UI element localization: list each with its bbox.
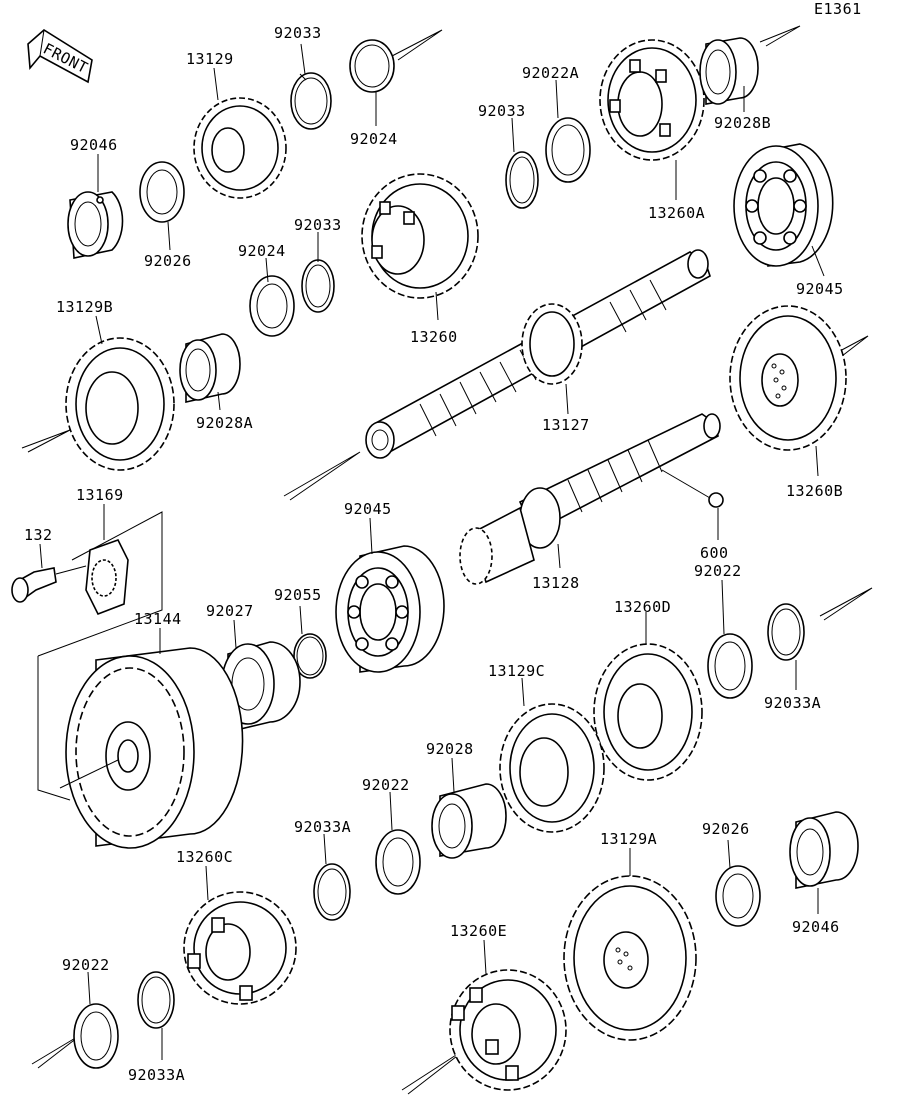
- bushing-92028: [431, 783, 507, 859]
- shaft-13128: [459, 413, 721, 585]
- part-label: 600: [700, 544, 729, 562]
- part-label: 92028A: [196, 414, 253, 432]
- washer-92022A: [545, 117, 591, 183]
- gear-13129: [193, 97, 287, 199]
- washer-92026-top: [139, 161, 185, 223]
- washer-92024-mid: [249, 275, 295, 337]
- part-label: 13129C: [488, 662, 545, 680]
- front-arrow-icon: FRONT: [27, 29, 93, 84]
- part-label: 92045: [344, 500, 392, 518]
- washer-92024-top: [349, 39, 395, 93]
- gear-13129A: [563, 875, 697, 1041]
- part-label: 13129A: [600, 830, 657, 848]
- bushing-92046-low: [789, 811, 859, 889]
- washer-92026-low: [715, 865, 761, 927]
- part-label: 92022A: [522, 64, 579, 82]
- gear-13260B: [729, 305, 847, 451]
- bolt-132: [11, 565, 87, 603]
- part-label: 13129: [186, 50, 234, 68]
- pulley-13144: [37, 647, 244, 849]
- part-label: 92024: [350, 130, 398, 148]
- part-label: 13260D: [614, 598, 671, 616]
- shaft-13127: [365, 249, 711, 459]
- part-label: 92022: [362, 776, 410, 794]
- part-label: 92026: [702, 820, 750, 838]
- bushing-92028A: [179, 333, 241, 403]
- part-label: 92033A: [764, 694, 821, 712]
- part-label: 92033: [294, 216, 342, 234]
- part-label: 92027: [206, 602, 254, 620]
- washer-92022-bot: [73, 1003, 119, 1069]
- snap-ring-92033A-right: [767, 603, 805, 661]
- part-label: 92028B: [714, 114, 771, 132]
- part-label: 13260: [410, 328, 458, 346]
- part-label: 13169: [76, 486, 124, 504]
- washer-92022-mid: [707, 633, 753, 699]
- snap-ring-92033-top: [290, 72, 332, 130]
- snap-ring-92033A-low: [313, 863, 351, 921]
- detail-box: [37, 511, 163, 657]
- part-label: 13260E: [450, 922, 507, 940]
- gear-13260C: [183, 891, 297, 1005]
- part-label: 13260B: [786, 482, 843, 500]
- snap-ring-92033-mid: [505, 151, 539, 209]
- washer-92022-low: [375, 829, 421, 895]
- part-label: 13144: [134, 610, 182, 628]
- part-label: 92028: [426, 740, 474, 758]
- bushing-92028B: [699, 37, 759, 105]
- snap-ring-92033-mid2: [301, 259, 335, 313]
- gear-13260E: [449, 969, 567, 1091]
- gear-13260: [361, 173, 479, 299]
- part-label: 92045: [796, 280, 844, 298]
- part-label: 13127: [542, 416, 590, 434]
- part-label: 13128: [532, 574, 580, 592]
- gear-13260A: [599, 39, 705, 161]
- part-label: 92033: [478, 102, 526, 120]
- part-label: 92024: [238, 242, 286, 260]
- part-label: 92026: [144, 252, 192, 270]
- gear-13129B: [65, 337, 175, 471]
- part-label: 92055: [274, 586, 322, 604]
- diagram-id: E1361: [814, 0, 862, 18]
- part-label: 92022: [62, 956, 110, 974]
- ball-600: [708, 492, 724, 508]
- bearing-92045-mid: [335, 545, 445, 673]
- part-label: 92046: [792, 918, 840, 936]
- o-ring-92055: [293, 633, 327, 679]
- part-label: 92033A: [294, 818, 351, 836]
- bearing-92045-top: [733, 143, 834, 267]
- part-label: 92033A: [128, 1066, 185, 1084]
- part-label: 13260C: [176, 848, 233, 866]
- part-label: 92022: [694, 562, 742, 580]
- part-label: 13129B: [56, 298, 113, 316]
- gear-13260D: [593, 643, 703, 781]
- bushing-92046-top: [67, 191, 124, 259]
- part-label: 92046: [70, 136, 118, 154]
- part-label: 92033: [274, 24, 322, 42]
- plate-13169: [85, 539, 129, 616]
- gear-13129C: [499, 703, 605, 833]
- snap-ring-92033A-bot: [137, 971, 175, 1029]
- part-label: 132: [24, 526, 53, 544]
- part-label: 13260A: [648, 204, 705, 222]
